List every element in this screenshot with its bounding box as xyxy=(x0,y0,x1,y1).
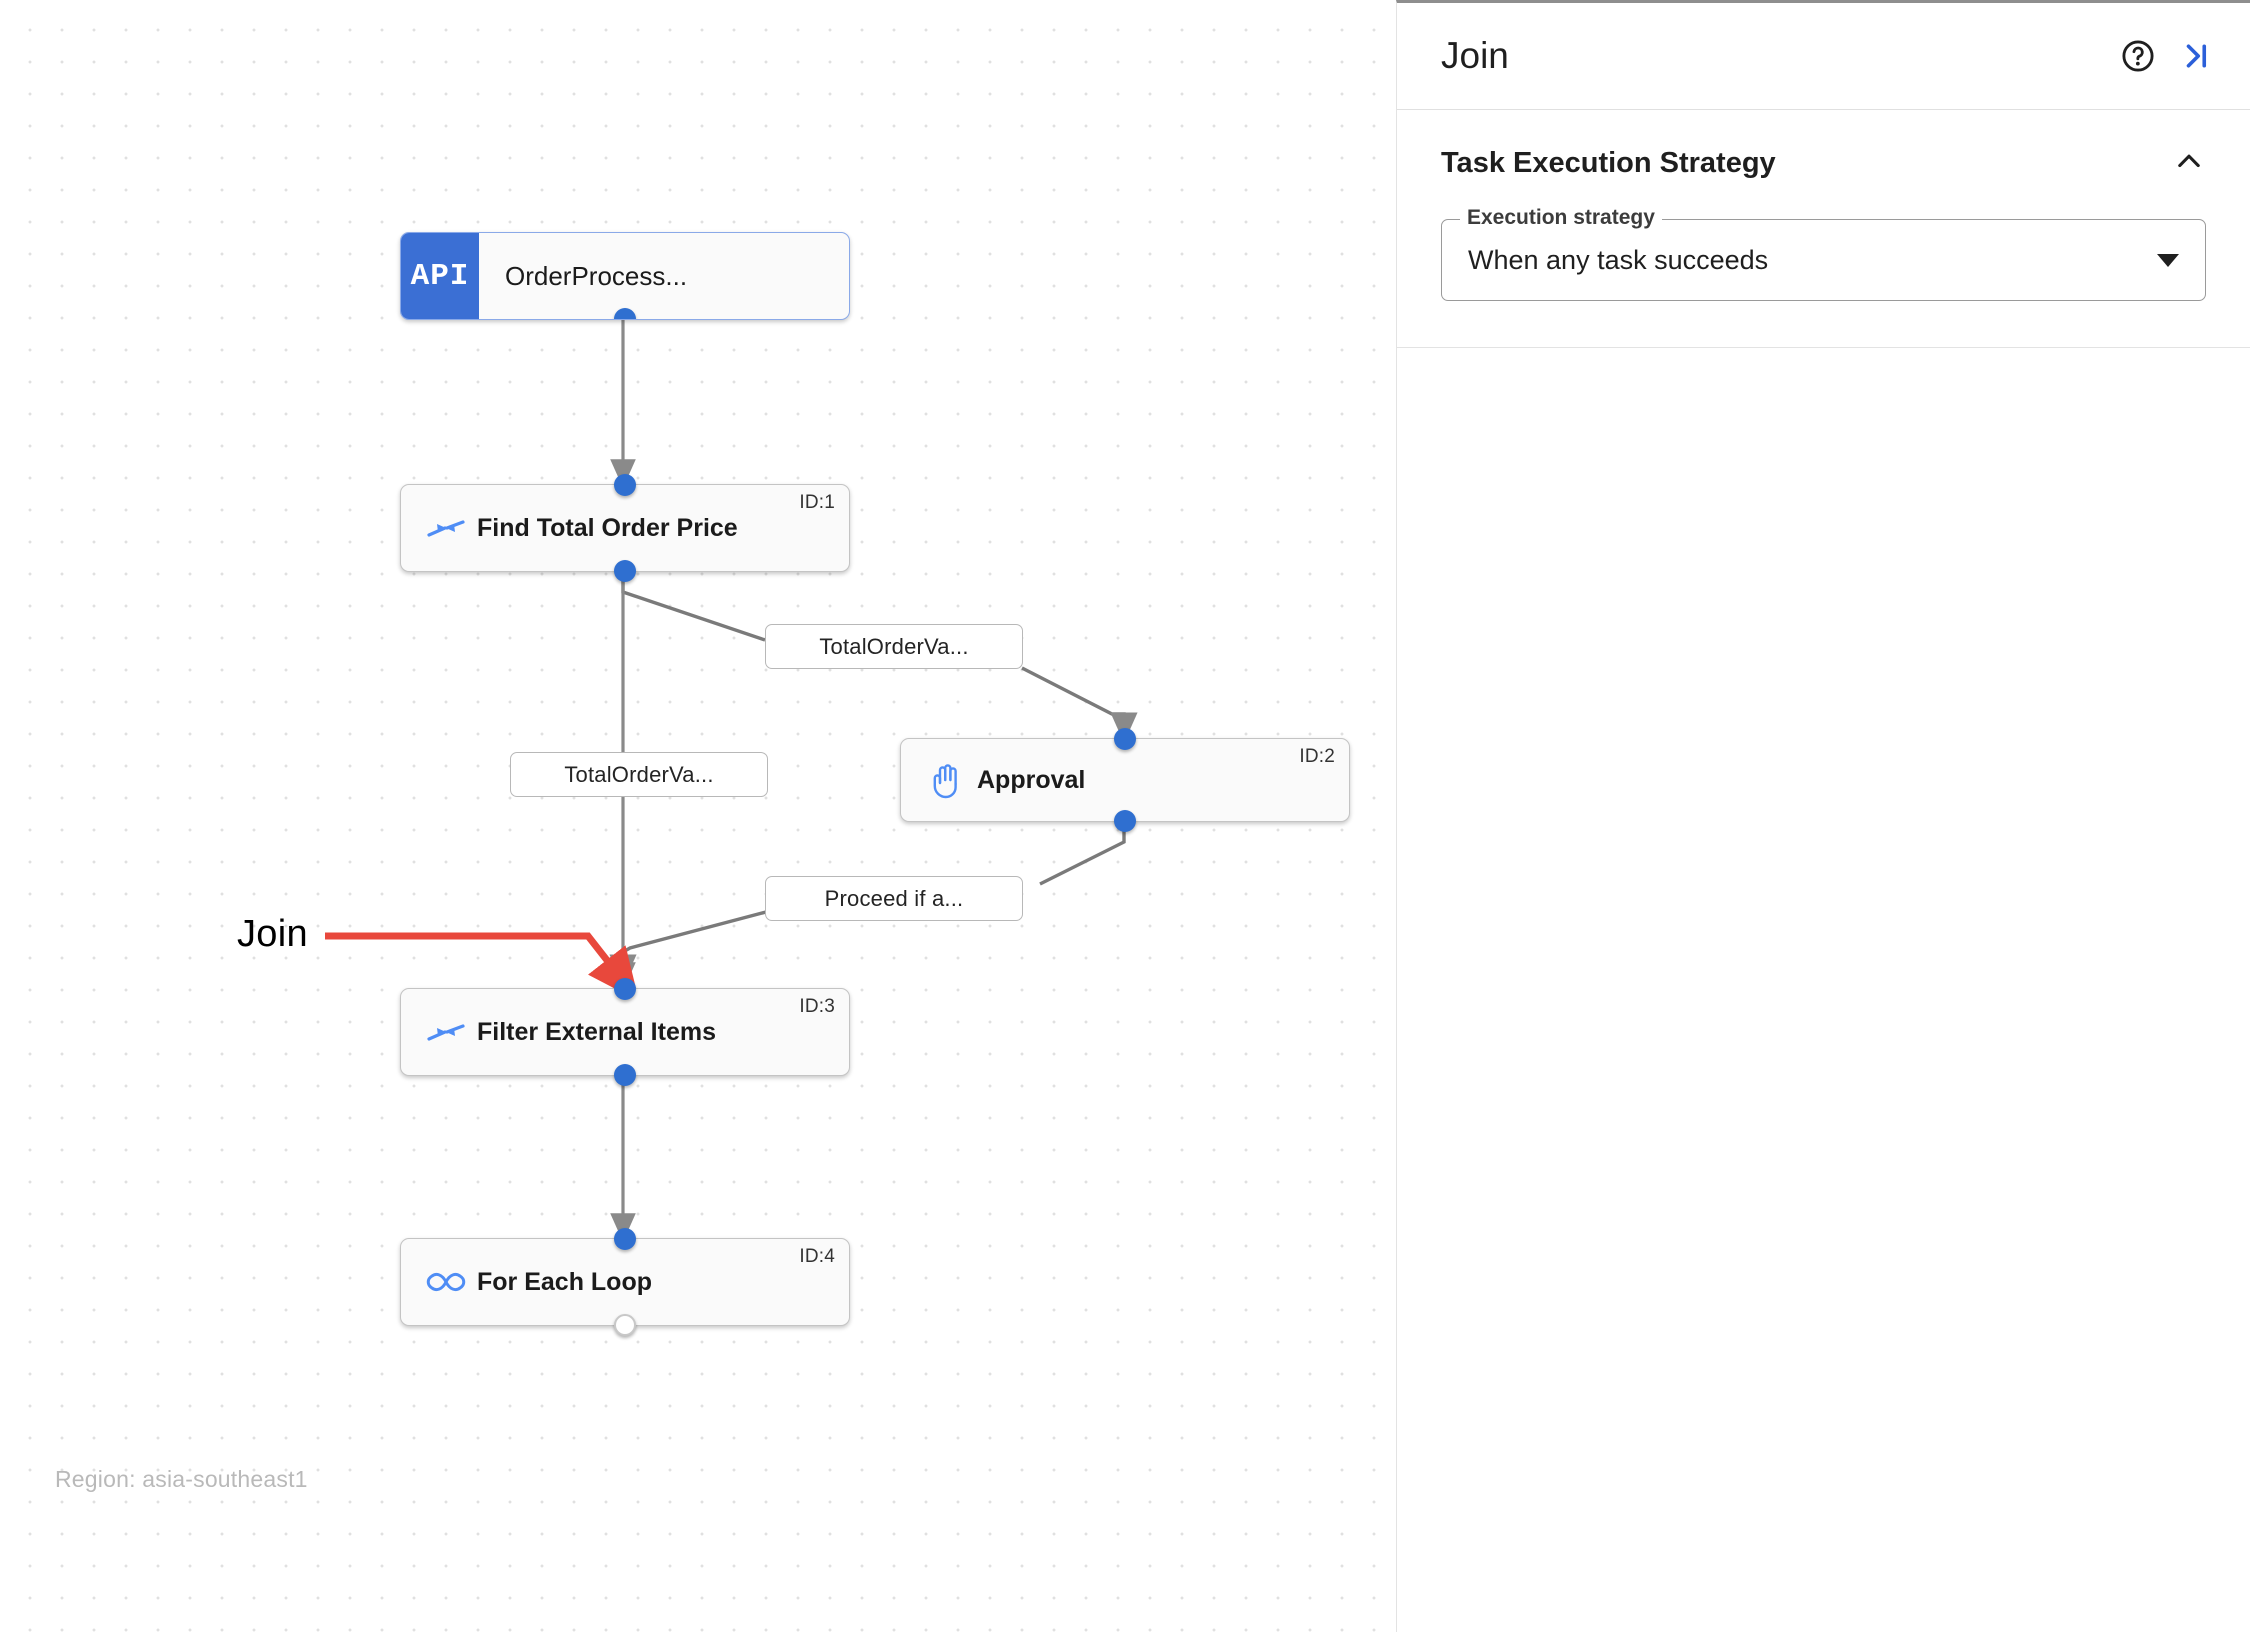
node-id-badge: ID:4 xyxy=(799,1246,835,1267)
node-title: Filter External Items xyxy=(477,1017,716,1046)
panel-title: Join xyxy=(1441,35,1509,76)
edge-label-to-filter-direct[interactable]: TotalOrderVa... xyxy=(510,752,768,797)
node-title: Approval xyxy=(977,765,1086,794)
node-input-connector[interactable] xyxy=(614,978,636,1000)
node-title: For Each Loop xyxy=(477,1267,652,1296)
region-note: Region: asia-southeast1 xyxy=(55,1466,308,1492)
node-output-connector[interactable] xyxy=(614,1064,636,1086)
node-input-connector[interactable] xyxy=(614,474,636,496)
node-id-badge: ID:1 xyxy=(799,492,835,513)
edge-label-to-approval[interactable]: TotalOrderVa... xyxy=(765,624,1023,669)
edge-label-to-approval xyxy=(1021,666,1138,743)
hand-raised-icon xyxy=(915,761,977,799)
node-output-connector[interactable] xyxy=(1114,810,1136,832)
node-input-connector[interactable] xyxy=(614,1228,636,1250)
merge-arrows-icon xyxy=(415,513,477,543)
node-id-badge: ID:2 xyxy=(1299,746,1335,767)
edge-label-approval-proceed[interactable]: Proceed if a... xyxy=(765,876,1023,921)
dropdown-caret-icon[interactable] xyxy=(2157,253,2179,267)
edge-label-to-task3 xyxy=(609,910,767,985)
node-filter-external-items[interactable]: Filter External Items ID:3 xyxy=(400,978,850,1086)
panel-header: Join xyxy=(1397,3,2250,110)
help-circle-icon[interactable] xyxy=(2120,38,2156,74)
execution-strategy-select[interactable]: Execution strategy When any task succeed… xyxy=(1441,206,2206,301)
node-output-connector[interactable] xyxy=(614,308,636,319)
node-api-orderprocess[interactable]: API OrderProcess... xyxy=(400,232,850,320)
section-header[interactable]: Task Execution Strategy xyxy=(1441,144,2206,183)
edge-task1-to-approval xyxy=(621,572,766,642)
workflow-canvas[interactable]: API OrderProcess... Find Total Order Pri… xyxy=(0,0,1398,1632)
annotation-join-label: Join xyxy=(237,913,308,955)
node-title: OrderProcess... xyxy=(505,260,688,291)
node-input-connector[interactable] xyxy=(1114,728,1136,750)
node-for-each-loop[interactable]: For Each Loop ID:4 xyxy=(400,1228,850,1336)
edge-approval-to-label xyxy=(1039,822,1126,886)
merge-arrows-icon xyxy=(415,1017,477,1047)
section-title: Task Execution Strategy xyxy=(1441,147,1776,179)
infinity-loop-icon xyxy=(415,1269,477,1295)
api-badge-icon: API xyxy=(401,233,479,319)
annotation-arrow xyxy=(325,932,640,1002)
node-title: Find Total Order Price xyxy=(477,513,738,542)
collapse-right-icon[interactable] xyxy=(2178,38,2214,74)
chevron-up-icon[interactable] xyxy=(2172,144,2206,183)
execution-strategy-value: When any task succeeds xyxy=(1468,244,1769,275)
node-find-total-order-price[interactable]: Find Total Order Price ID:1 xyxy=(400,474,850,582)
properties-panel: Join Task Execution Strategy xyxy=(1396,0,2250,1632)
node-output-connector[interactable] xyxy=(614,560,636,582)
execution-strategy-label: Execution strategy xyxy=(1460,206,1662,230)
task-execution-strategy-section: Task Execution Strategy Execution strate… xyxy=(1397,110,2250,348)
node-id-badge: ID:3 xyxy=(799,996,835,1017)
node-loop-output-connector[interactable] xyxy=(614,1314,636,1336)
node-approval[interactable]: Approval ID:2 xyxy=(900,728,1350,832)
